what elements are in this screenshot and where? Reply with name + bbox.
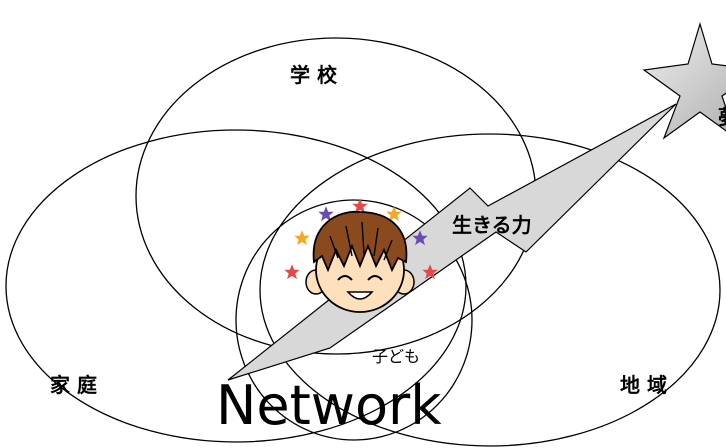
sparkle-star-icon — [318, 206, 334, 222]
sparkle-star-icon — [352, 198, 368, 214]
label-community: 地 域 — [620, 373, 667, 397]
sparkle-star-icon — [386, 206, 402, 222]
sparkle-star-icon — [284, 264, 300, 280]
sparkle-star-icon — [422, 264, 438, 280]
big-star-shape — [642, 21, 726, 140]
circle-child — [235, 199, 473, 441]
label-home: 家 庭 — [50, 373, 97, 397]
sparkle-stars — [284, 198, 438, 280]
sparkle-star-icon — [294, 230, 310, 246]
label-child: 子ども — [372, 347, 420, 366]
label-network: Network — [216, 374, 442, 437]
star-text: 夢 — [718, 105, 726, 129]
label-living-power: 生きる力 — [452, 213, 532, 237]
circle-home — [5, 129, 467, 443]
child-face-icon — [305, 211, 415, 313]
sparkle-star-icon — [412, 230, 428, 246]
circle-community — [259, 133, 721, 447]
label-school: 学 校 — [290, 63, 338, 87]
growth-arrow — [227, 103, 677, 381]
